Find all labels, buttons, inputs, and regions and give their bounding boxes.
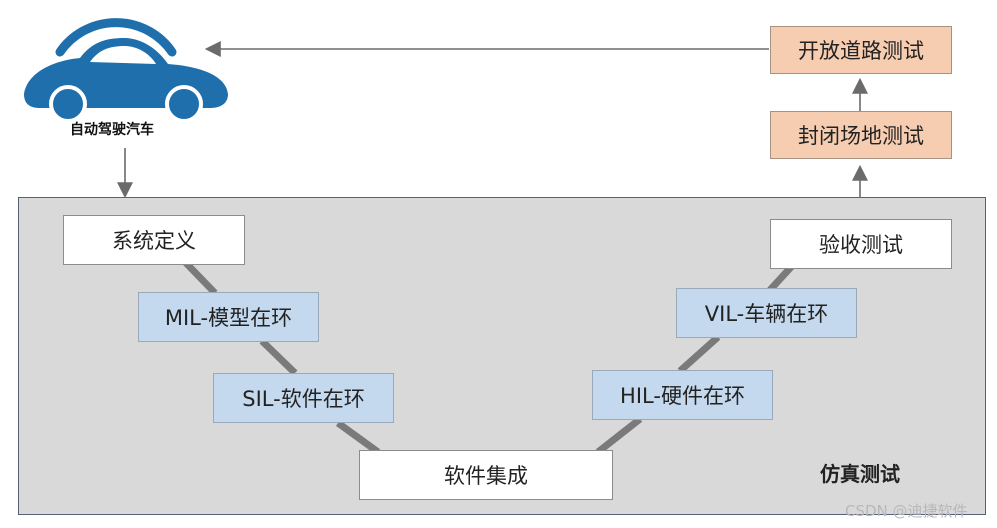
software-integration-box: 软件集成 <box>359 450 613 500</box>
open-road-test-box: 开放道路测试 <box>770 26 952 74</box>
sil-label: SIL-软件在环 <box>242 387 365 411</box>
mil-label: MIL-模型在环 <box>164 306 293 330</box>
open-road-test-label: 开放道路测试 <box>798 39 924 63</box>
system-definition-box: 系统定义 <box>63 215 245 265</box>
acceptance-test-label: 验收测试 <box>819 233 903 257</box>
hil-box: HIL-硬件在环 <box>592 370 773 420</box>
mil-box: MIL-模型在环 <box>138 292 319 342</box>
car-label: 自动驾驶汽车 <box>70 122 154 138</box>
closed-field-test-box: 封闭场地测试 <box>770 111 952 159</box>
watermark: CSDN @迪捷软件 <box>845 502 968 520</box>
acceptance-test-box: 验收测试 <box>770 219 952 269</box>
sil-box: SIL-软件在环 <box>213 373 394 423</box>
simulation-region-label: 仿真测试 <box>820 462 900 486</box>
autonomous-car-icon <box>24 18 228 123</box>
vil-label: VIL-车辆在环 <box>704 302 829 326</box>
software-integration-label: 软件集成 <box>444 464 528 488</box>
closed-field-test-label: 封闭场地测试 <box>798 124 924 148</box>
vil-box: VIL-车辆在环 <box>676 288 857 338</box>
system-definition-label: 系统定义 <box>112 229 196 253</box>
hil-label: HIL-硬件在环 <box>620 384 745 408</box>
